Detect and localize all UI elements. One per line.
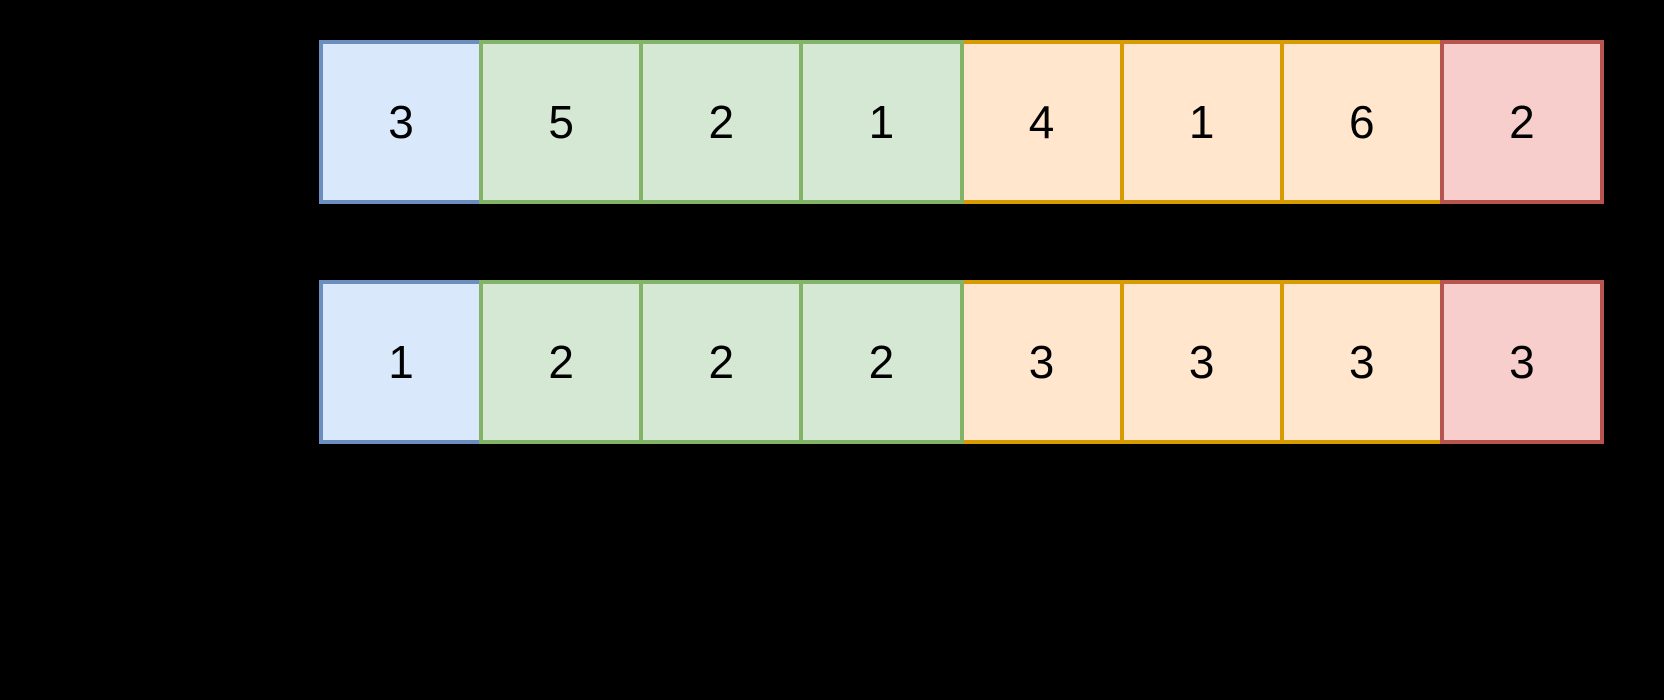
array-cell: 2 xyxy=(799,280,964,444)
array-cell: 2 xyxy=(639,280,804,444)
array-cell: 1 xyxy=(799,40,964,204)
array-cell: 6 xyxy=(1279,40,1444,204)
array-cell: 1 xyxy=(319,280,484,444)
array-cell: 2 xyxy=(479,280,644,444)
array-cell: 5 xyxy=(479,40,644,204)
array-cell: 3 xyxy=(319,40,484,204)
array-cell: 4 xyxy=(959,40,1124,204)
array-cell: 2 xyxy=(639,40,804,204)
array-cell: 3 xyxy=(1119,280,1284,444)
array-cell: 1 xyxy=(1119,40,1284,204)
array-cell: 3 xyxy=(1279,280,1444,444)
array-cell: 3 xyxy=(1439,280,1604,444)
array-cell: 2 xyxy=(1439,40,1604,204)
array-cell: 3 xyxy=(959,280,1124,444)
